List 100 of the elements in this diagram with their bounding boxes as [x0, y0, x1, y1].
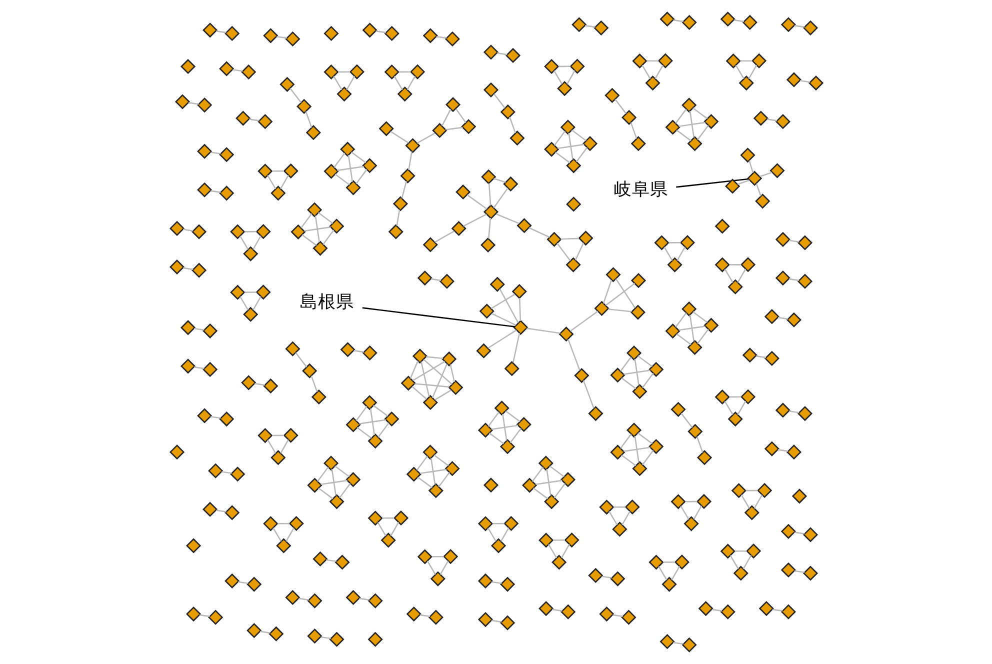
connector: [355, 169, 367, 184]
connector: [182, 267, 193, 270]
node-diamond: [476, 343, 491, 358]
connector: [347, 154, 353, 182]
node-diamond: [478, 304, 494, 319]
node-diamond: [696, 450, 712, 466]
node-diamond: [218, 61, 234, 76]
connector: [332, 76, 342, 90]
node-diamond: [284, 31, 300, 46]
connector: [509, 428, 522, 444]
connector: [193, 328, 204, 331]
node-diamond: [482, 44, 498, 60]
node-diamond: [740, 257, 756, 272]
node-diamond: [191, 262, 206, 278]
connector: [490, 620, 502, 623]
node-diamond: [502, 176, 518, 192]
node-diamond: [218, 186, 234, 201]
node-diamond: [503, 516, 518, 532]
node-diamond: [720, 604, 735, 620]
node-diamond: [727, 279, 742, 294]
connector: [696, 125, 708, 140]
connector: [289, 88, 302, 104]
connector: [239, 296, 248, 310]
node-diamond: [698, 600, 713, 616]
node-diamond: [224, 573, 240, 589]
connector: [493, 178, 506, 183]
node-diamond: [569, 58, 584, 74]
node-diamond: [774, 270, 790, 286]
node-diamond: [323, 164, 338, 179]
connector: [534, 480, 562, 486]
connector: [416, 132, 435, 144]
node-diamond: [240, 64, 256, 80]
node-diamond: [191, 224, 206, 240]
node-diamond: [744, 505, 759, 520]
connector: [426, 356, 442, 360]
connector: [362, 307, 514, 328]
connector: [422, 358, 452, 385]
connector: [400, 181, 407, 199]
connector: [390, 522, 399, 536]
connector: [526, 328, 560, 334]
connector: [759, 172, 772, 178]
connector: [623, 370, 650, 375]
connector: [439, 560, 448, 575]
connector: [740, 60, 752, 62]
node-diamond: [410, 64, 425, 80]
node-diamond: [538, 532, 554, 548]
node-diamond: [348, 64, 364, 80]
node-text: 島根県: [299, 292, 354, 313]
node-diamond: [764, 309, 779, 324]
connector: [620, 356, 632, 372]
node-diamond: [511, 284, 526, 300]
node-diamond: [242, 246, 258, 262]
node-diamond: [544, 142, 559, 157]
node-diamond: [328, 494, 344, 510]
node-diamond: [791, 488, 806, 504]
node-diamond: [780, 524, 796, 539]
connector: [298, 598, 308, 601]
node-diamond: [406, 606, 421, 622]
node-diamond: [450, 220, 466, 236]
node-diamond: [340, 142, 355, 157]
connector: [608, 511, 618, 526]
node-diamond: [786, 72, 801, 88]
node-diamond: [594, 300, 609, 316]
node-diamond: [727, 411, 742, 427]
node-diamond: [208, 463, 223, 478]
connector: [320, 636, 330, 640]
node-diamond: [664, 324, 680, 339]
connector: [486, 528, 496, 542]
connector: [490, 294, 515, 310]
connector: [462, 214, 486, 227]
node-diamond: [740, 148, 755, 163]
node-diamond: [742, 14, 757, 30]
connector: [788, 278, 799, 282]
connector: [280, 439, 288, 454]
connector: [488, 183, 491, 206]
connector: [548, 466, 564, 478]
node-diamond: [246, 576, 262, 592]
connector: [518, 298, 521, 321]
node-diamond: [482, 82, 498, 98]
node-diamond: [780, 562, 796, 578]
node-diamond: [312, 551, 328, 566]
connector: [198, 614, 210, 618]
node-diamond: [670, 402, 686, 417]
node-diamond: [489, 276, 504, 292]
connector: [788, 410, 799, 414]
node-diamond: [490, 538, 506, 554]
connector: [724, 268, 733, 283]
node-diamond: [270, 186, 286, 201]
node-diamond: [367, 593, 382, 608]
node-diamond: [255, 224, 270, 240]
connector: [745, 490, 758, 492]
connector: [614, 278, 636, 308]
node-diamond: [384, 411, 399, 427]
node-diamond: [661, 576, 676, 592]
connector: [338, 483, 350, 498]
connector: [316, 466, 328, 482]
connector: [188, 102, 198, 105]
connector: [216, 510, 226, 512]
connector: [777, 449, 788, 452]
node-diamond: [367, 434, 382, 449]
